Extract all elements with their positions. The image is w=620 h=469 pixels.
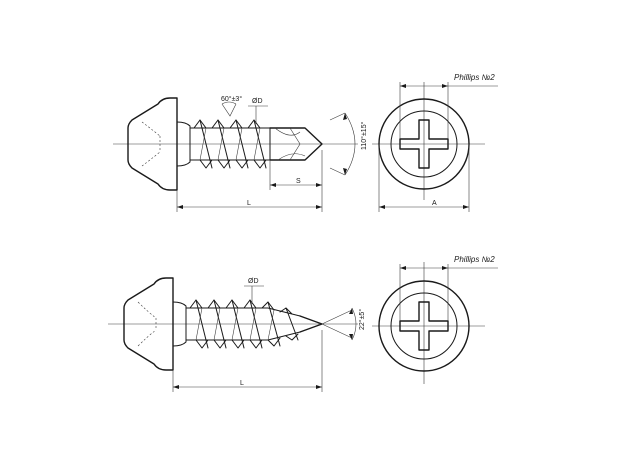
bottom-neck [172, 301, 187, 347]
top-dimensions: L S ØD 60°±3° 110°±15° [176, 95, 368, 212]
bottom-point-angle-label: 22°±5° [358, 309, 366, 330]
bottom-length-label: L [240, 380, 244, 387]
top-length-label: L [247, 200, 251, 207]
bottom-drive-label: Phillips №2 [454, 255, 495, 264]
bottom-screw-head [123, 277, 174, 371]
top-head-end-view: Phillips №2 A [372, 73, 498, 212]
bottom-diameter-label: ØD [248, 278, 259, 285]
bottom-dimensions: L ØD 22°±5° [172, 278, 366, 392]
top-neck [176, 121, 191, 167]
bottom-thread-crests [189, 299, 299, 349]
bottom-head-inner-circle [390, 292, 458, 360]
bottom-screw-side-view [108, 277, 358, 371]
top-thread-crests [193, 119, 267, 169]
top-head-inner-circle [390, 110, 458, 178]
top-head-diameter-label: A [432, 200, 437, 207]
top-drill-point [269, 127, 323, 161]
top-drive-label: Phillips №2 [454, 73, 495, 82]
top-drill-flutes [274, 127, 306, 161]
bottom-head-outer-circle [378, 280, 470, 372]
top-drill-length-label: S [296, 178, 301, 185]
bottom-recess-hidden-lines [137, 301, 157, 347]
top-diameter-label: ØD [252, 98, 263, 105]
bottom-head-end-view: Phillips №2 [372, 255, 498, 384]
top-screw-side-view [113, 97, 358, 191]
top-thread-angle-label: 60°±3° [221, 95, 242, 103]
top-recess-hidden-lines [141, 121, 161, 167]
top-point-angle-label: 110°±15° [360, 121, 368, 150]
top-screw-head [127, 97, 178, 191]
